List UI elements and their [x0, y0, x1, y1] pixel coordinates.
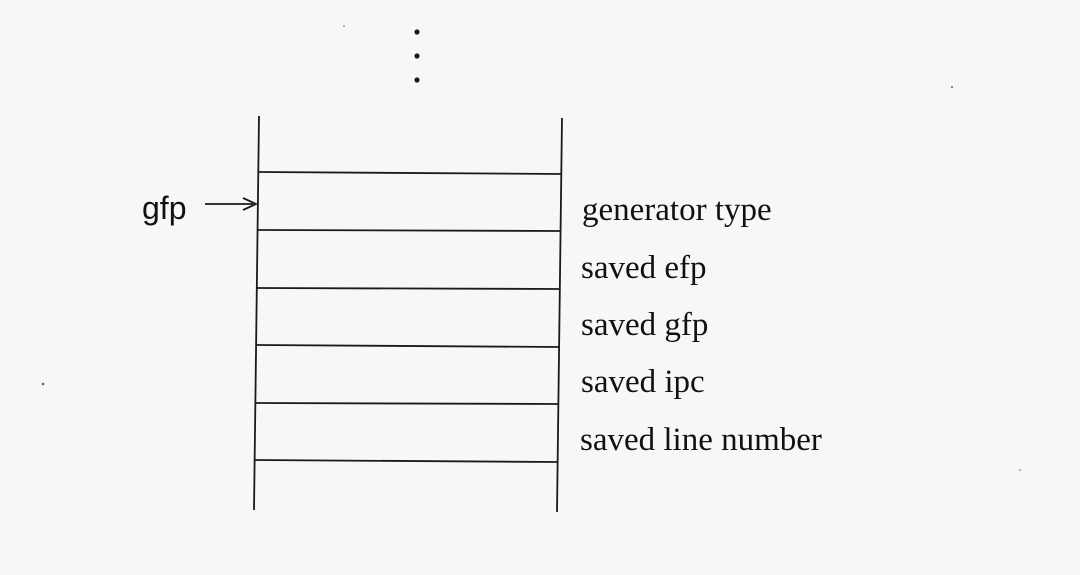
stack-dividers	[254, 171, 562, 463]
arrow-head-icon	[242, 197, 259, 211]
stack-divider	[254, 459, 559, 463]
continuation-dot	[414, 53, 420, 59]
gfp-pointer-label: gfp	[142, 190, 186, 226]
slot-label-saved-gfp: saved gfp	[581, 307, 708, 343]
stack-divider	[257, 229, 562, 232]
scan-speck	[1019, 469, 1021, 471]
scan-speck	[951, 86, 953, 88]
stack-divider	[255, 402, 560, 405]
stack-divider	[256, 344, 560, 348]
slot-label-generator-type: generator type	[582, 192, 772, 228]
continuation-dot	[414, 77, 420, 83]
stack-right-wall	[556, 117, 563, 513]
continuation-dot	[414, 29, 420, 35]
stack-left-wall	[253, 115, 260, 511]
scan-speck	[343, 25, 345, 27]
slot-label-saved-efp: saved efp	[581, 250, 707, 286]
slot-labels: generator type saved efp saved gfp saved…	[580, 192, 822, 458]
slot-label-saved-ipc: saved ipc	[581, 364, 705, 400]
scan-speck	[41, 382, 45, 386]
slot-label-saved-line-number: saved line number	[580, 422, 822, 458]
stack-divider	[258, 171, 562, 175]
stack-divider	[256, 287, 561, 290]
scan-specks	[41, 25, 1021, 471]
continuation-ellipsis	[414, 29, 420, 83]
gfp-pointer: gfp	[142, 190, 259, 226]
